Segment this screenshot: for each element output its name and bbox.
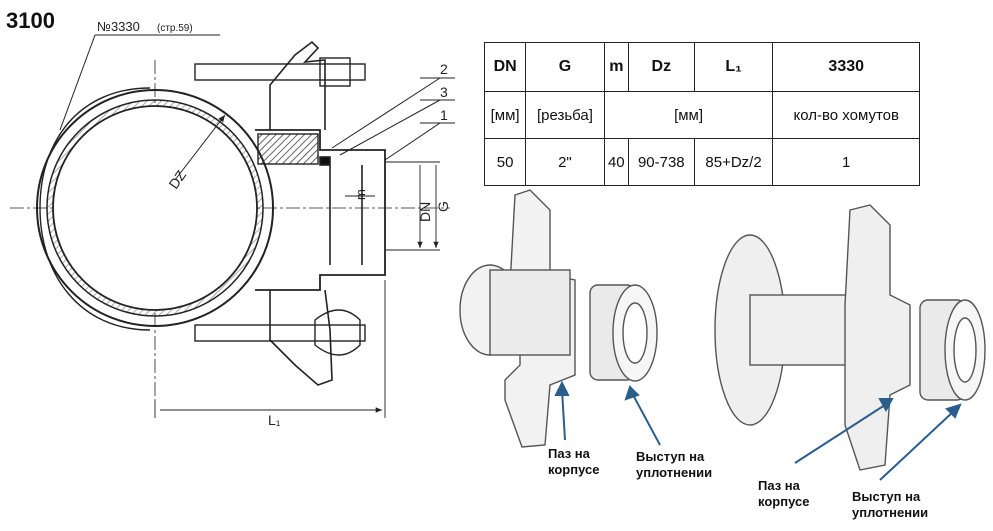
label-ridge-right: Выступ на уплотнении (852, 489, 928, 521)
table-cell: 2" (525, 138, 605, 186)
unit-cell: кол-во хомутов (772, 91, 920, 140)
col-header: G (525, 41, 605, 93)
table-units-row: [мм] [резьба] [мм] кол-во хомутов (483, 91, 920, 140)
flanged-body-illustration-right (714, 204, 911, 471)
dim-m: m (353, 189, 368, 200)
saddle-cross-section (10, 34, 455, 418)
arrow-icon (945, 403, 962, 419)
seal-illustration-right (919, 299, 986, 401)
label-line: Выступ на (852, 489, 921, 504)
label-line: корпусе (758, 494, 810, 509)
table-cell: 85+Dz/2 (693, 138, 774, 186)
saddle-body-illustration-left (459, 189, 576, 448)
label-groove-left: Паз на корпусе (548, 446, 599, 478)
table-cell: 90-738 (627, 138, 695, 186)
col-header: DN (483, 41, 527, 93)
label-line: Паз на (548, 446, 590, 461)
label-line: уплотнении (636, 465, 713, 480)
unit-cell: [мм] (603, 91, 774, 140)
label-groove-right: Паз на корпусе (758, 478, 809, 510)
label-line: уплотнении (852, 505, 929, 520)
callout-3: 3 (440, 84, 448, 100)
product-code: 3100 (6, 8, 55, 33)
table-cell: 40 (603, 138, 629, 186)
arrow-icon (554, 380, 570, 396)
dim-g: G (435, 201, 451, 212)
col-header: 3330 (772, 41, 920, 93)
ref-page: (стр.59) (157, 23, 193, 34)
table-cell: 50 (483, 138, 527, 186)
spec-table: DN G m Dz L₁ 3330 [мм] [резьба] [мм] кол… (483, 41, 920, 186)
dim-l1: L₁ (268, 412, 281, 428)
assembly-illustrations (459, 189, 986, 481)
table-cell: 1 (772, 138, 920, 186)
arrow-icon (878, 398, 894, 413)
table-header-row: DN G m Dz L₁ 3330 (483, 41, 920, 93)
label-line: Паз на (758, 478, 800, 493)
label-ridge-left: Выступ на уплотнении (636, 449, 712, 481)
label-line: корпусе (548, 462, 600, 477)
dim-dn: DN (417, 202, 433, 222)
arrow-icon (624, 385, 640, 401)
col-header: L₁ (693, 41, 774, 93)
callout-1: 1 (440, 107, 448, 123)
seal-illustration-left (589, 284, 658, 382)
unit-cell: [мм] (483, 91, 527, 140)
col-header: Dz (627, 41, 695, 93)
table-row: 50 2" 40 90-738 85+Dz/2 1 (483, 138, 920, 186)
callout-arrows (554, 380, 962, 481)
callout-2: 2 (440, 61, 448, 77)
label-line: Выступ на (636, 449, 705, 464)
col-header: m (603, 41, 629, 93)
unit-cell: [резьба] (525, 91, 605, 140)
ref-note: №3330 (97, 19, 140, 34)
